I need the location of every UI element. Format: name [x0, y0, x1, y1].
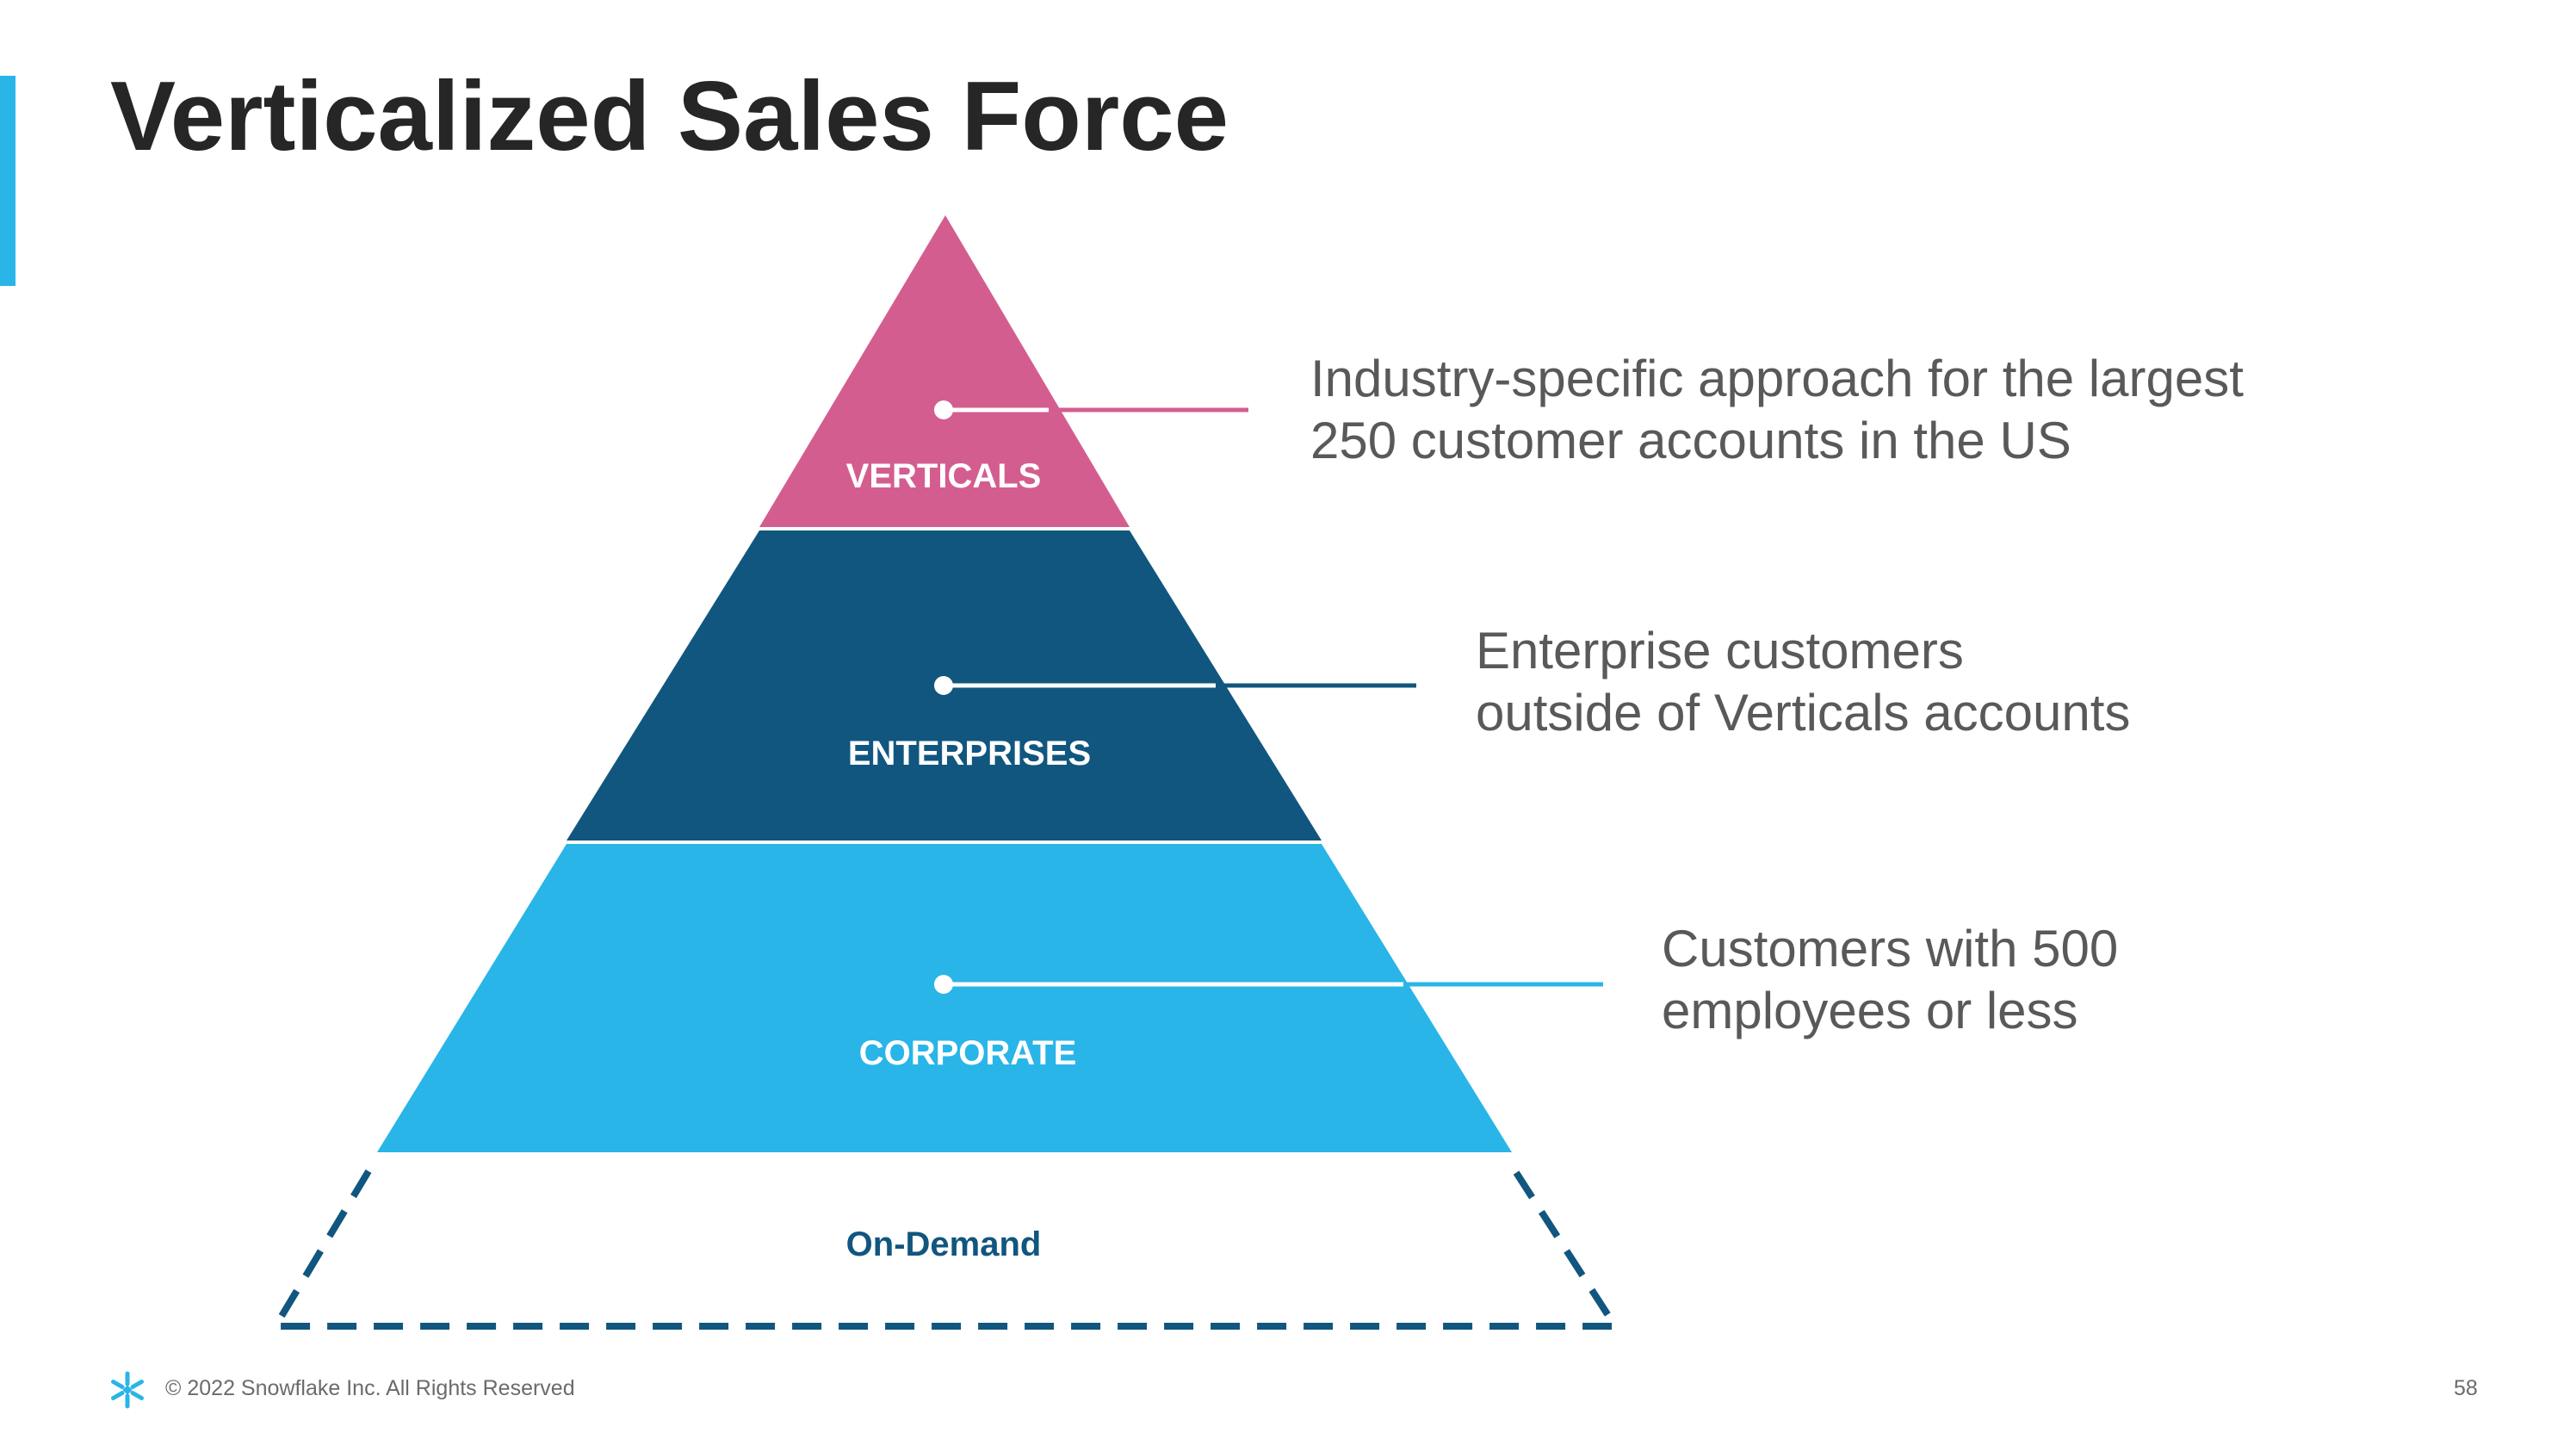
page-number: 58: [2454, 1376, 2478, 1400]
verticals-description: Industry-specific approach for the large…: [1310, 348, 2244, 472]
tier-corporate-label: CORPORATE: [859, 1034, 1077, 1072]
slide-title: Verticalized Sales Force: [110, 62, 1229, 171]
tier-enterprises-label: ENTERPRISES: [848, 735, 1091, 772]
tier-verticals-shape: [759, 215, 1130, 527]
verticals-description-line: 250 customer accounts in the US: [1310, 412, 2071, 469]
tier-verticals-label: VERTICALS: [846, 457, 1042, 495]
corporate-description-line: Customers with 500: [1662, 920, 2119, 977]
tier-on-demand-label: On-Demand: [846, 1225, 1042, 1263]
enterprises-description-line: Enterprise customers: [1476, 622, 1964, 679]
verticals-description-line: Industry-specific approach for the large…: [1310, 350, 2244, 407]
tier-corporate-shape: [377, 844, 1512, 1152]
corporate-connector-dot: [934, 975, 953, 994]
footer-copyright: © 2022 Snowflake Inc. All Rights Reserve…: [165, 1376, 575, 1400]
enterprises-description: Enterprise customers outside of Vertical…: [1476, 620, 2130, 744]
title-accent-bar: [0, 76, 15, 286]
enterprises-description-line: outside of Verticals accounts: [1476, 684, 2131, 741]
snowflake-logo-icon: [111, 1371, 144, 1409]
corporate-description-line: employees or less: [1662, 982, 2078, 1039]
verticals-connector-dot: [934, 400, 953, 419]
enterprises-connector-dot: [934, 676, 953, 695]
tier-on-demand-outline: [269, 1169, 1622, 1330]
corporate-description: Customers with 500 employees or less: [1662, 918, 2118, 1042]
